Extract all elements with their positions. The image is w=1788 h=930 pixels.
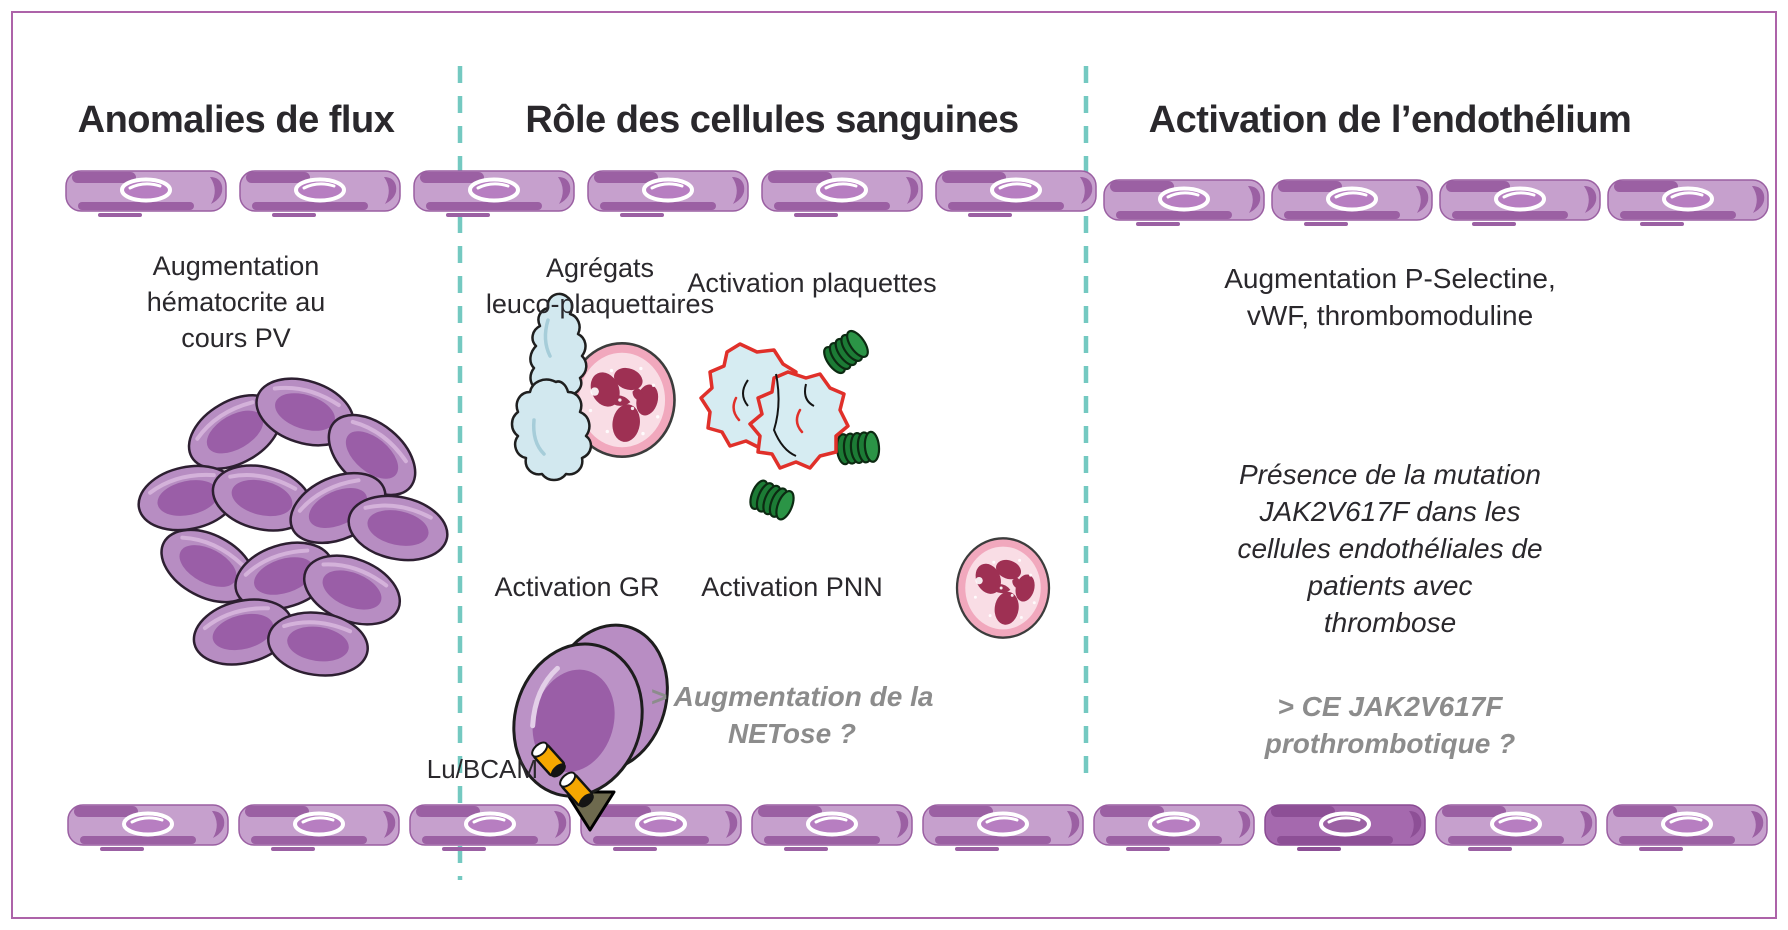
activated-platelets-illustration (699, 326, 882, 523)
column-title-flux: Anomalies de flux (77, 99, 395, 141)
lubcam-label: Lu/BCAM (426, 754, 538, 784)
endothelial-cell (760, 169, 924, 219)
endothelium-markers-caption: Augmentation P-Selectine, vWF, thrombomo… (1224, 263, 1556, 331)
endothelial-cell (934, 169, 1098, 219)
rbc-aggregate-illustration (130, 365, 456, 684)
endothelial-cell (1438, 178, 1602, 228)
endothelial-cell (66, 803, 230, 853)
endothelial-cell (238, 169, 402, 219)
endothelial-cell (586, 169, 750, 219)
endothelial-cell (1270, 178, 1434, 228)
hematocrit-caption: Augmentation hématocrite au cours PV (146, 251, 326, 353)
endothelial-cell (921, 803, 1085, 853)
pnn-activation-label: Activation PNN (701, 572, 883, 602)
endothelium-top-row (64, 169, 1770, 228)
endothelium-bottom-row (66, 803, 1769, 853)
endothelial-cell (408, 803, 572, 853)
netosis-question: > Augmentation de la NETose ? (650, 681, 934, 749)
endothelial-cell (1606, 178, 1770, 228)
endothelial-cell (1092, 803, 1256, 853)
rbc-activation-label: Activation GR (494, 572, 660, 602)
endothelial-cell (1102, 178, 1266, 228)
endothelial-cell (237, 803, 401, 853)
endothelial-cell (1434, 803, 1598, 853)
rbc-disc-illustration (512, 623, 669, 812)
ce-prothrombotic-question: > CE JAK2V617F prothrombotique ? (1264, 691, 1516, 759)
endothelial-cell (64, 169, 228, 219)
endothelial-cell (1605, 803, 1769, 853)
endothelial-cell-activated (1263, 803, 1427, 853)
leuko-platelet-aggregate-illustration (510, 292, 676, 482)
endothelial-cell (412, 169, 576, 219)
platelet-activation-label: Activation plaquettes (687, 268, 937, 298)
endothelial-cell (579, 803, 743, 853)
column-title-endothelium: Activation de l’endothélium (1148, 99, 1632, 141)
endothelial-cell (750, 803, 914, 853)
neutrophil-illustration (955, 537, 1051, 639)
column-title-blood-cells: Rôle des cellules sanguines (525, 99, 1019, 141)
jak2-mutation-note: Présence de la mutation JAK2V617F dans l… (1237, 459, 1543, 638)
aggregates-label: Agrégats leuco-plaquettaires (485, 253, 715, 319)
